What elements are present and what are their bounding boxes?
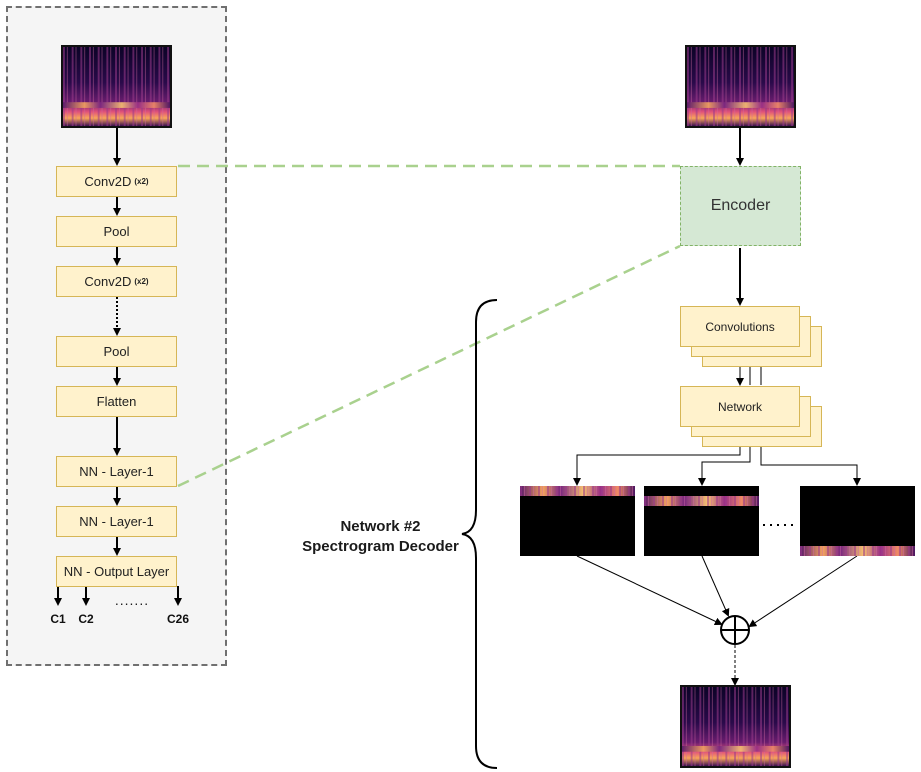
circle-plus-icon <box>720 615 750 645</box>
decoder-title-line1: Network #2 <box>340 518 421 535</box>
layer-pool-1: Pool <box>56 216 177 247</box>
output-c1: C1 <box>50 612 66 626</box>
network-block: Network <box>680 386 800 427</box>
layer-pool-2: Pool <box>56 336 177 367</box>
layer-label: Pool <box>103 344 130 359</box>
network-label: Network <box>717 399 762 414</box>
curly-brace <box>461 299 498 769</box>
layer-label: Conv2D <box>84 174 132 189</box>
layer-flatten: Flatten <box>56 386 177 417</box>
layer-label: NN - Layer-1 <box>79 514 154 529</box>
decoder-title: Network #2 Spectrogram Decoder <box>278 517 483 557</box>
arrow-spec2-to-sum <box>701 555 730 617</box>
decoder-title-line2: Spectrogram Decoder <box>302 538 459 555</box>
convolutions-label: Convolutions <box>705 319 775 334</box>
encoder-label: Encoder <box>710 197 771 214</box>
spectrogram-image-output <box>680 685 791 768</box>
spectrogram-image-input-left <box>61 45 172 128</box>
layer-label: Pool <box>103 224 130 239</box>
arrow-spec1-to-sum <box>576 555 723 626</box>
arrow-spec3-to-sum <box>748 555 858 628</box>
encoder-block: Encoder <box>680 166 801 246</box>
arrow-net-to-spec3 <box>760 447 861 486</box>
spectrogram-image-input-right <box>685 45 796 128</box>
decoded-spectrogram-3 <box>800 486 915 556</box>
decoded-spectrogram-1 <box>520 486 635 556</box>
layer-label: NN - Layer-1 <box>79 464 154 479</box>
output-c2: C2 <box>78 612 94 626</box>
decoded-spectrogram-2 <box>644 486 759 556</box>
arrow-net-to-spec2 <box>698 437 751 486</box>
layer-label: Conv2D <box>84 274 132 289</box>
layer-repeat: (x2) <box>134 277 149 286</box>
output-ellipsis: ....... <box>114 592 150 608</box>
output-c26: C26 <box>166 612 189 626</box>
layer-label: NN - Output Layer <box>63 564 170 579</box>
layer-nn-1: NN - Layer-1 <box>56 456 177 487</box>
link-nn-to-encoder-bottom <box>177 244 681 488</box>
layer-repeat: (x2) <box>134 177 149 186</box>
layer-conv2d-2: Conv2D(x2) <box>56 266 177 297</box>
layer-conv2d-1: Conv2D(x2) <box>56 166 177 197</box>
layer-nn-2: NN - Layer-1 <box>56 506 177 537</box>
layer-nn-output: NN - Output Layer <box>56 556 177 587</box>
convolutions-block: Convolutions <box>680 306 800 347</box>
layer-label: Flatten <box>96 394 137 409</box>
